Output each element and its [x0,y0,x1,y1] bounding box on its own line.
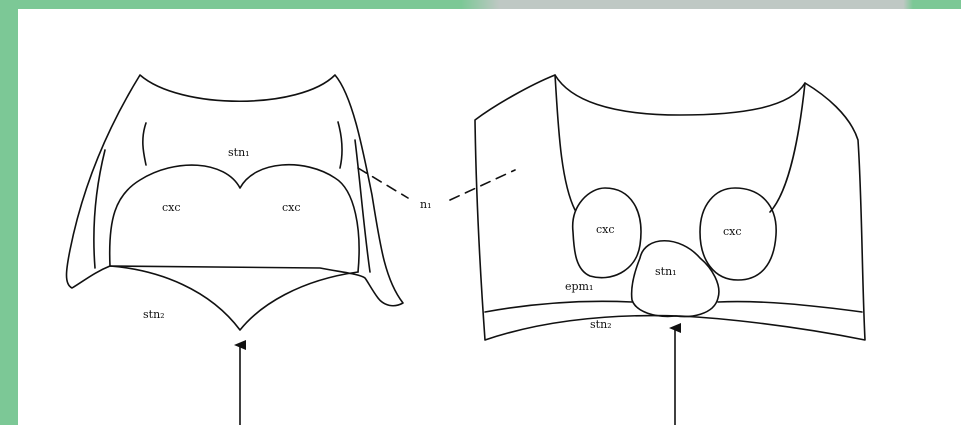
n1-leader-left [357,167,409,199]
right-stn1-outline [630,239,720,318]
left-outer-outline [65,74,404,307]
right-stn1-label: stn₁ [655,265,677,278]
left-stn1-label: stn₁ [228,146,250,159]
left-cxc-left-label: cxc [162,201,181,214]
left-side-flap-left [93,149,106,269]
left-stn2-v-outline [109,265,359,331]
right-stn2-boundary [484,300,863,313]
right-cxc-left-label: cxc [596,223,615,236]
left-coxal-cavity-outline [108,163,360,273]
center-n1-label: n₁ [420,198,432,211]
right-epm1-label: epm₁ [565,280,593,293]
left-cxc-right-label: cxc [282,201,301,214]
right-cxc-right-label: cxc [723,225,742,238]
n1-leader-right [449,169,516,201]
right-stn2-label: stn₂ [590,318,612,331]
right-outer-outline [474,74,866,341]
figure-panel [18,9,961,425]
left-inner-margin-right [337,121,343,169]
left-inner-margin-left [142,122,147,166]
n1-leader-lines [357,167,516,201]
frame-left-border [0,0,18,425]
left-side-flap-right [354,139,371,273]
right-coxa-left [572,187,642,279]
right-sclerite-figure [474,74,866,341]
right-coxa-right [699,187,777,281]
left-sclerite-figure [65,74,404,331]
right-inner-outline [554,74,806,213]
frame-top-border [0,0,961,9]
left-stn2-label: stn₂ [143,308,165,321]
